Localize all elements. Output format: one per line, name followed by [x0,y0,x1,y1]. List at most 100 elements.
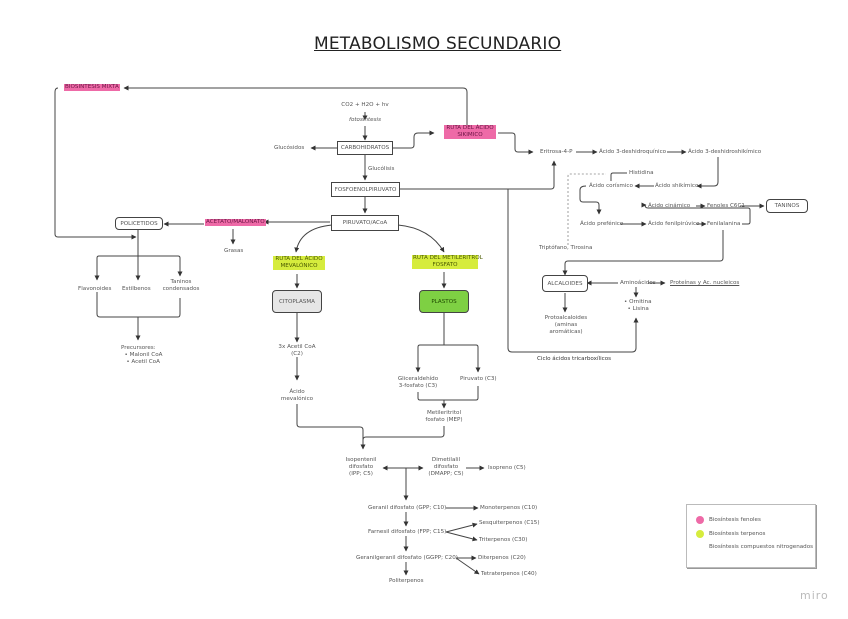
mep-line2: fosfato (MEP) [425,417,463,423]
piruvato-box[interactable]: PIRUVATO/ACoA [331,215,399,231]
glucosidos-label: Glucósidos [274,145,305,151]
legend-item-fenoles: Biosíntesis fenoles [709,517,761,523]
protoalcaloides-line1: Protoalcaloides [544,315,588,321]
arrow-piruvato-mep [397,224,445,253]
mep-label: Metileritritol fosfato (MEP) [420,410,468,424]
cinamico-label: Ácido cinámico [648,203,691,209]
ornitina-label: Ornitina [629,299,652,305]
arrow-carb-shikimico [393,130,435,149]
precursores-title: Precursores: [121,345,156,351]
gliceraldehido-line1: Gliceraldehído [397,376,439,382]
arrow-ggpp-tetra [455,557,480,575]
plastos-box[interactable]: PLASTOS [419,290,469,313]
precursores-label: Precursores: • Malonil CoA • Acetil CoA [121,345,163,365]
arrow-fenilalanina-cinamico [641,202,751,225]
dmapp-line3: (DMAPP; C5) [428,471,464,477]
ruta-mep-line2: FOSFATO [432,262,458,268]
citoplasma-box[interactable]: CITOPLASMA [272,290,322,313]
lisina-label: Lisina [632,306,649,312]
arrow-shikimico-mixta [123,85,468,126]
ruta-shikimico-tag: RUTA DEL ÁCIDO SIKIMICO [444,125,496,139]
grasas-label: Grasas [224,248,244,254]
protoalcaloides-label: Protoalcaloides (aminas aromáticas) [540,315,592,336]
arrow-mep-ipp [362,426,445,441]
ipp-line2: difosfato [348,464,374,470]
arrow-fosfo-eritrosa [400,160,557,190]
ggpp-label: Geranilgeranil difosfato (GGPP; C20) [356,555,458,561]
gliceraldehido-line2: 3-fosfato (C3) [398,383,438,389]
fenilpiruvico-label: Ácido fenilpirúvico [648,221,700,227]
dmapp-line2: difosfato [433,464,459,470]
ruta-shikimico-line2: SIKIMICO [457,132,483,138]
aminoacidos-label: Aminoácidos [620,280,656,286]
triptofano-label: Triptófano, Tirosina [539,245,593,251]
fenilalanina-label: Fenilalanina [707,221,741,227]
dmapp-label: Dimetilalil difosfato (DMAPP; C5) [424,457,468,478]
protoalcaloides-line3: aromáticas) [549,329,583,335]
gliceraldehido-label: Gliceraldehído 3-fosfato (C3) [394,376,442,390]
ruta-shikimico-line1: RUTA DEL ÁCIDO [446,125,494,131]
legend-item-terpenos: Biosíntesis terpenos [709,531,766,537]
page-title: METABOLISMO SECUNDARIO [314,34,562,54]
legend-pink-dot [696,516,704,524]
arrow-shikimico-eritrosa [498,132,534,155]
arrow-dhs-shik [696,157,719,189]
histidina-label: Histidina [629,170,654,176]
ruta-mevalonico-tag: RUTA DEL ÁCIDO MEVALÓNICO [273,256,325,270]
arrow-mixta-policetidos [54,87,137,240]
ipp-label: Isopentenil difosfato (IPP; C5) [338,457,384,478]
eritrosa-label: Eritrosa-4-P [540,149,573,155]
fosfoenolpiruvato-box[interactable]: FOSFOENOLPIRUVATO [331,182,400,197]
taninos-condensados-label: Taninos condensados [158,279,204,293]
line-converge-mep [417,386,479,401]
line-policetidos-branch [96,230,181,259]
dashed-corismico-triptofano [567,173,606,245]
line-corismico-histidina [610,172,627,181]
miro-watermark: miro [800,589,829,602]
arrow-piruvato-mevalonico [294,224,333,253]
line-plastos-split [417,313,479,348]
acetato-malonato-tag: ACETATO/MALONATO [205,219,266,226]
mep-line1: Metileritritol [426,410,462,416]
carbohidratos-box[interactable]: CARBOHIDRATOS [337,141,393,155]
ruta-mep-line1: RUTA DEL METILERITROL [413,255,483,261]
mevalonico-line2: mevalónico [280,396,314,402]
arrow-mev-ipp [296,404,366,450]
acetil-coa-line1: 3x Acetil CoA [278,344,316,350]
biosintesis-mixta-tag: BIOSINTESIS MIXTA [64,84,120,91]
legend-lime-dot [696,530,704,538]
ipp-line1: Isopentenil [345,457,377,463]
monoterpenos-label: Monoterpenos (C10) [480,505,538,511]
glucolisis-label: Glucólisis [368,166,395,172]
precursores-acetil: Acetil CoA [131,359,160,365]
deshidroshikimico-label: Ácido 3-deshidroshikímico [688,149,762,155]
triterpenos-label: Triterpenos (C30) [479,537,528,543]
line-fosfo-ciclo [507,189,639,353]
dmapp-line1: Dimetilalil [431,457,461,463]
arrow-fenilalanina-alcaloides [562,230,724,276]
corismico-label: Ácido corísmico [589,183,633,189]
precursores-malonil: Malonil CoA [129,352,163,358]
flavonoides-label: Flavonoides [78,286,112,292]
acido-mevalonico-label: Ácido mevalónico [272,389,322,403]
estilbenos-label: Estilbenos [122,286,151,292]
taninos-box[interactable]: TANINOS [766,199,808,213]
proteinas-link[interactable]: Proteínas y Ac. nucleicos [670,280,740,286]
co2-label: CO2 + H2O + hv [341,102,389,108]
ruta-mevalonico-line2: MEVALÓNICO [280,263,318,269]
line-converge-precursores [96,292,181,318]
isopreno-label: Isopreno (C5) [488,465,526,471]
shikimico-label: Ácido shikímico [655,183,699,189]
alcaloides-box[interactable]: ALCALOIDES [542,275,588,292]
taninos-line2: condensados [162,286,200,292]
policetidos-box[interactable]: POLICETIDOS [115,217,163,230]
politerpenos-label: Politerpenos [389,578,424,584]
acetil-coa-label: 3x Acetil CoA (C2) [272,344,322,358]
tetraterpenos-label: Tetraterpenos (C40) [481,571,537,577]
ruta-mep-tag: RUTA DEL METILERITROL FOSFATO [412,255,483,269]
ruta-mevalonico-line1: RUTA DEL ÁCIDO [275,256,323,262]
taninos-line1: Taninos [170,279,192,285]
gpp-label: Geranil difosfato (GPP; C10) [368,505,447,511]
legend-item-nitrogenados: Biosíntesis compuestos nitrogenados [709,544,814,550]
